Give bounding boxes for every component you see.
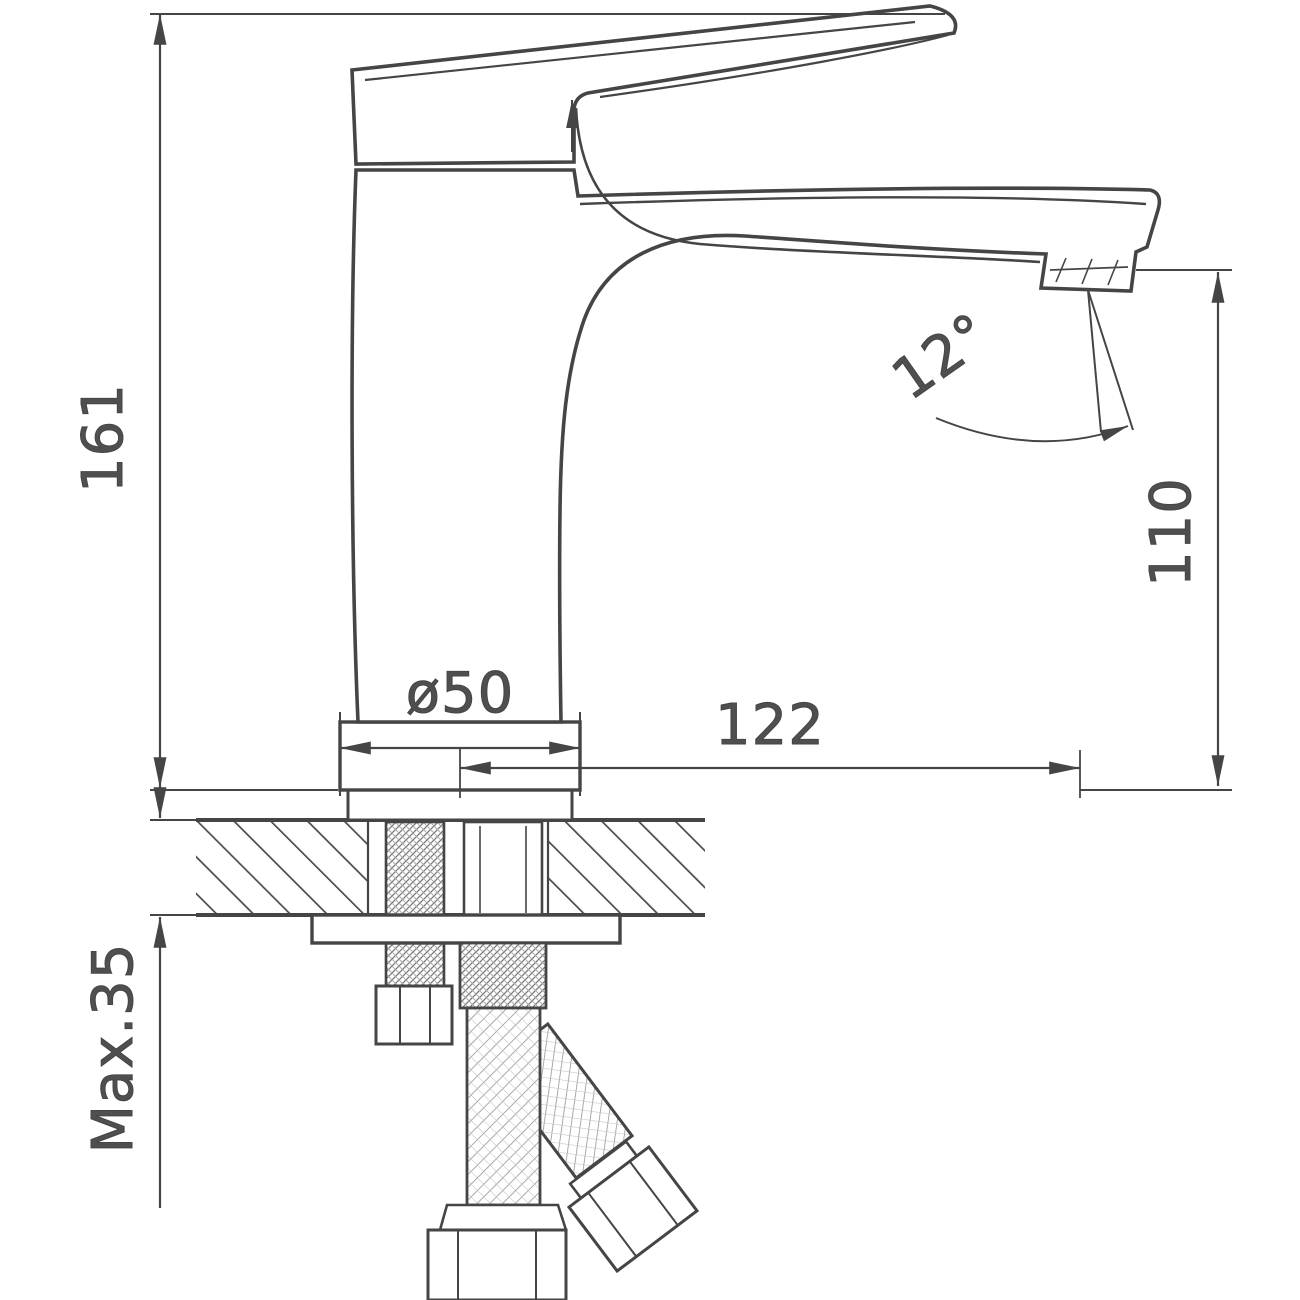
dimension-label-base-diameter: ø50 bbox=[406, 661, 515, 726]
countertop-hatch-left bbox=[196, 822, 368, 913]
faucet-handle bbox=[350, 4, 958, 166]
dimension-max-thickness: Max.35 bbox=[81, 787, 198, 1208]
dimension-spout-height: 110 bbox=[1080, 269, 1232, 791]
branch-nut-facet bbox=[628, 1160, 679, 1226]
countertop-hatch-right bbox=[548, 822, 705, 913]
dimension-stream-angle: 12° bbox=[880, 289, 1134, 443]
aerator-hatch bbox=[1107, 259, 1119, 286]
mounting-nut bbox=[374, 984, 454, 1046]
mounting-plate bbox=[310, 913, 622, 945]
main-hose-hex-nut bbox=[426, 1228, 568, 1300]
angle-tilted-line bbox=[1087, 289, 1134, 431]
dimension-label-stream-angle: 12° bbox=[881, 301, 1002, 413]
threaded-stud bbox=[384, 820, 446, 990]
body-spout-outline bbox=[350, 168, 1162, 724]
mounting-hardware bbox=[310, 820, 622, 1046]
dimension-label-max-thickness: Max.35 bbox=[81, 943, 146, 1154]
dimension-label-spout-reach: 122 bbox=[715, 693, 825, 758]
angle-reference-line bbox=[1087, 289, 1102, 433]
dimension-overall-height: 161 bbox=[71, 13, 945, 791]
hose-shank bbox=[462, 820, 544, 917]
dimension-spout-reach: 122 bbox=[459, 693, 1081, 798]
handle-bottom-detail-line bbox=[599, 33, 949, 99]
dimension-label-spout-height: 110 bbox=[1139, 477, 1204, 587]
body-sweep-line bbox=[574, 107, 1041, 264]
branch-hose-hex-nut bbox=[566, 1144, 700, 1274]
faucet-body bbox=[350, 107, 1162, 724]
branch-nut-facet bbox=[587, 1192, 638, 1258]
countertop bbox=[196, 818, 705, 917]
supply-hose-main bbox=[426, 941, 568, 1300]
dimension-base-diameter: ø50 bbox=[339, 661, 581, 796]
angle-arc bbox=[935, 417, 1129, 443]
main-hose-braid bbox=[465, 1006, 542, 1207]
handle-top-detail-line bbox=[364, 20, 916, 82]
aerator-hatch bbox=[1081, 258, 1093, 285]
spout-top-detail-line bbox=[579, 196, 1147, 206]
dimension-label-overall-height: 161 bbox=[71, 383, 136, 493]
branch-hose-nut bbox=[566, 1139, 700, 1274]
aerator-hatch bbox=[1055, 257, 1067, 283]
handle-outline bbox=[350, 4, 958, 166]
main-hose-collar bbox=[438, 1203, 568, 1232]
hose-valve-body bbox=[458, 941, 548, 1010]
